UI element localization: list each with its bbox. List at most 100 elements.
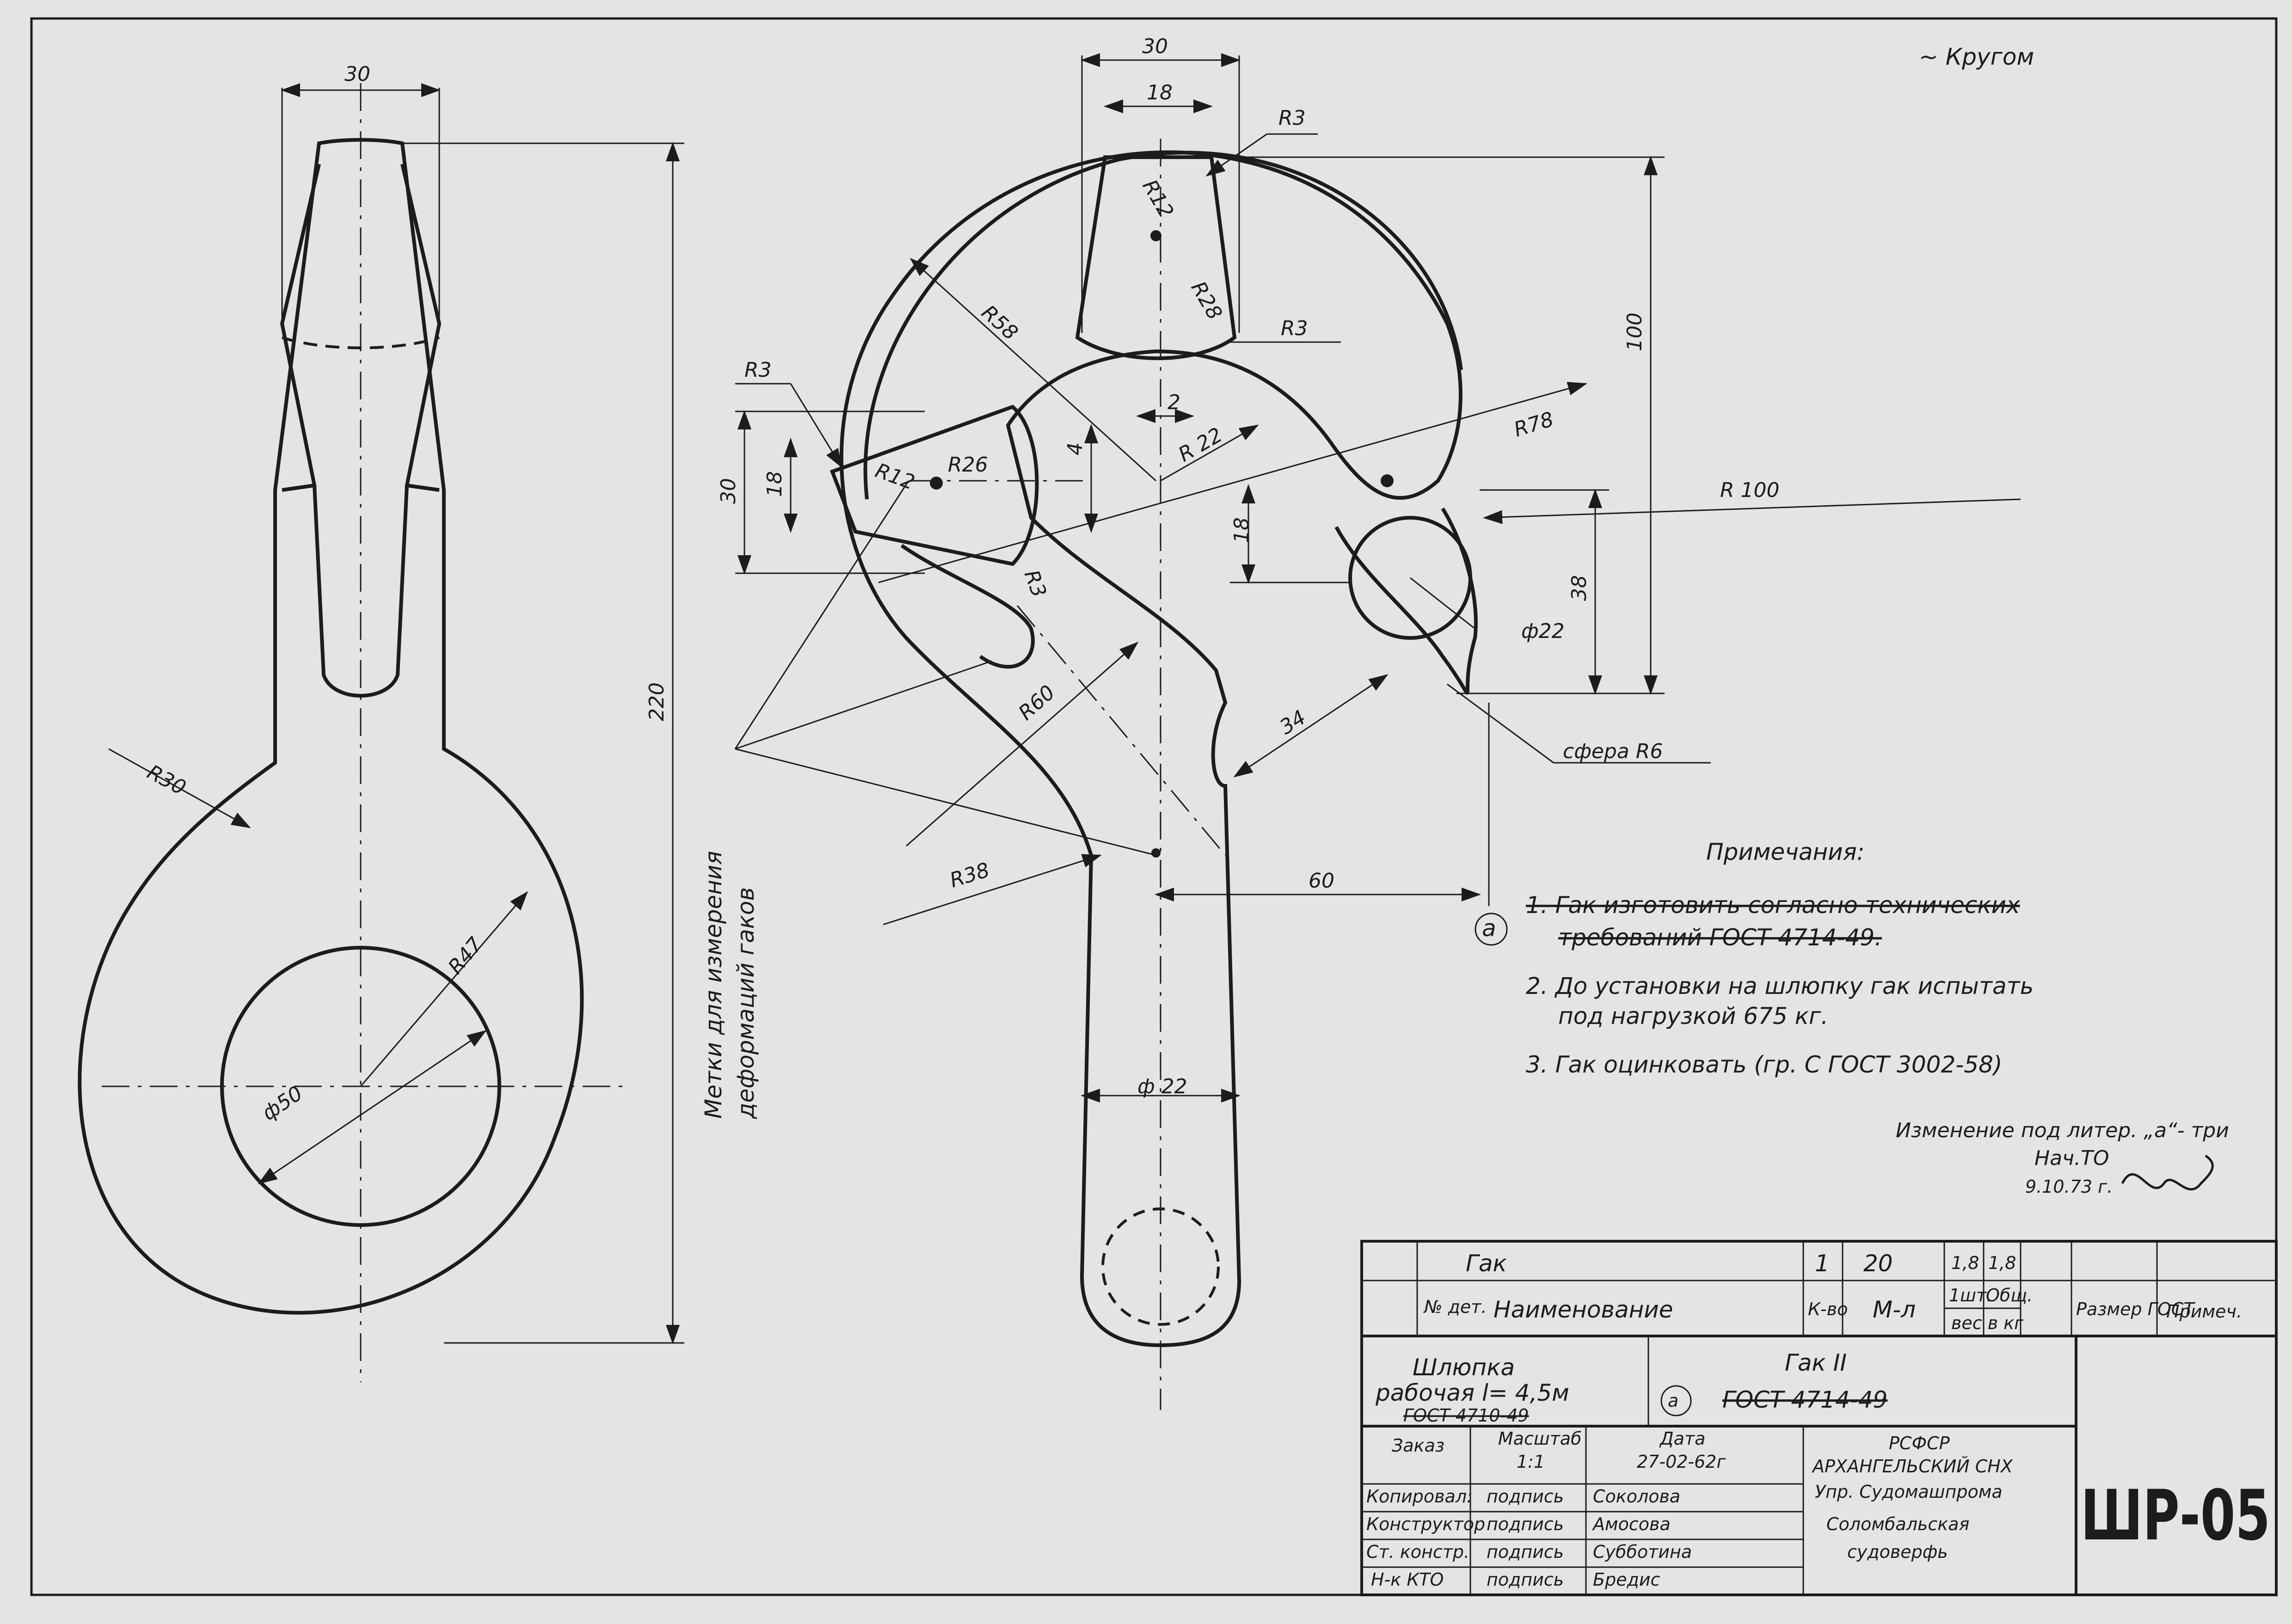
note-marker: а (1482, 915, 1496, 942)
left-view-outline (78, 138, 584, 1315)
hook-rim-arc (863, 151, 1463, 500)
tb-row1-role: Копировал: (1366, 1486, 1473, 1507)
note-3: 3. Гак оцинковать (гр. С ГОСТ 3002-58) (1526, 1051, 2002, 1078)
tb-material: 20 (1863, 1250, 1893, 1277)
revision: Изменение под литер. „а“- три Нач.ТО 9.1… (1896, 1119, 2229, 1197)
dim-r3-top: R3 (1278, 106, 1306, 130)
tb-date-h: Дата (1659, 1428, 1705, 1449)
dim-phi22-shank: ф 22 (1137, 1075, 1187, 1098)
tb-h-wunit: вес в кг (1951, 1313, 2024, 1333)
dim-r58: R58 (977, 300, 1022, 345)
tb-org1: РСФСР (1889, 1433, 1950, 1453)
dim-left-18: 18 (763, 471, 787, 497)
hook-view: 30 18 R3 R12 R28 R3 R58 100 R78 R 100 R3 (717, 35, 2021, 1410)
revision-line1: Изменение под литер. „а“- три (1896, 1119, 2229, 1142)
tb-boat-sub: рабочая l= 4,5м (1375, 1379, 1569, 1406)
tb-row3-name: Субботина (1593, 1542, 1692, 1562)
tb-scale: 1:1 (1517, 1452, 1545, 1472)
dim-r3-left: R3 (744, 358, 772, 382)
dim-r3-low: R3 (1020, 567, 1051, 600)
tb-org5: судоверфь (1847, 1542, 1948, 1562)
dim-r100: R 100 (1720, 478, 1780, 502)
tb-row2-name: Амосова (1591, 1514, 1671, 1534)
section-left (830, 404, 1039, 566)
dim-left-r30: R30 (143, 760, 190, 800)
dim-60: 60 (1309, 869, 1334, 893)
tb-w2: 1,8 (1988, 1253, 2016, 1273)
tb-org2: АРХАНГЕЛЬСКИЙ СНХ (1811, 1456, 2013, 1477)
note-marker-circle (1475, 913, 1508, 946)
dim-sphere: сфера R6 (1563, 740, 1663, 763)
dim-left-r47: R47 (443, 933, 487, 979)
tb-qty: 1 (1815, 1250, 1830, 1277)
dim-mid-18: 18 (1230, 517, 1254, 543)
left-view: 30 220 R30 R47 ф50 (78, 62, 684, 1382)
dim-34: 34 (1276, 705, 1310, 739)
tb-boat-title: Шлюпка (1413, 1354, 1515, 1381)
note-1b: требований ГОСТ 4714-49. (1558, 924, 1882, 951)
note-kругом: ~ Кругом (1919, 43, 2034, 70)
tb-order: Заказ (1392, 1435, 1444, 1456)
side-label: Метки для измерения деформаций гаков (700, 480, 1156, 1119)
tb-scale-h: Масштаб (1498, 1428, 1582, 1449)
tb-row2-role: Конструктор (1366, 1514, 1485, 1534)
dim-left-d50: ф50 (258, 1081, 307, 1125)
note-2b: под нагрузкой 675 кг. (1558, 1003, 1828, 1030)
tb-row3-role: Ст. констр. (1366, 1542, 1469, 1562)
title-block: Гак 1 20 1,8 1,8 № дет. Наименование К-в… (1360, 1240, 2278, 1596)
dim-38: 38 (1567, 575, 1591, 601)
tb-item-name: Гак (1466, 1250, 1507, 1277)
dim-r3-mid: R3 (1281, 317, 1308, 340)
tb-row1-sign: подпись (1487, 1486, 1564, 1507)
dim-left-30b: 30 (717, 478, 740, 504)
dim-r28: R28 (1186, 277, 1226, 324)
revision-date: 9.10.73 г. (2025, 1177, 2113, 1197)
tb-boat-gost: ГОСТ 4710-49 (1403, 1405, 1529, 1426)
tb-h-size: Размер ГОСТ (2076, 1299, 2195, 1319)
tb-row1-name: Соколова (1593, 1486, 1680, 1507)
tb-w1: 1,8 (1951, 1253, 1979, 1273)
dim-phi22: ф22 (1521, 619, 1565, 643)
revision-line2: Нач.ТО (2034, 1146, 2109, 1170)
tb-gak-marker-circle (1660, 1385, 1692, 1416)
revision-signature (2121, 1154, 2214, 1191)
note-2a: 2. До установки на шлюпку гак испытать (1526, 973, 2034, 999)
tb-row3-sign: подпись (1487, 1542, 1564, 1562)
tb-row4-role: Н-к КТО (1371, 1569, 1444, 1590)
dim-left-30: 30 (344, 62, 370, 86)
notes: Примечания: а 1. Гак изготовить согласно… (1475, 839, 2034, 1078)
dim-2: 2 (1168, 391, 1180, 414)
phi22-circle (1348, 516, 1472, 640)
tb-h-num: № дет. (1423, 1297, 1487, 1317)
side-label-line1: Метки для измерения (700, 851, 727, 1119)
tb-gak-title: Гак II (1785, 1349, 1847, 1376)
dim-r12-top: R12 (1137, 176, 1178, 222)
tb-h-qty: К-во (1808, 1299, 1848, 1319)
notes-title: Примечания: (1706, 839, 1865, 865)
tb-row2-sign: подпись (1487, 1514, 1564, 1534)
tb-gak-gost: ГОСТ 4714-49 (1722, 1386, 1887, 1413)
tb-org3: Упр. Судомашпрома (1815, 1482, 2003, 1502)
tb-h-mat: М-л (1873, 1296, 1916, 1323)
dim-r60: R60 (1014, 680, 1059, 725)
side-label-line2: деформаций гаков (732, 887, 759, 1119)
section-top (1075, 155, 1237, 360)
tb-row4-name: Бредис (1593, 1569, 1660, 1590)
sheet-frame (30, 17, 2278, 1596)
tb-date: 27-02-62г (1637, 1452, 1726, 1472)
dim-r12-left: R12 (872, 459, 918, 495)
dim-r22: R 22 (1174, 423, 1227, 466)
tb-org4: Соломбальская (1826, 1514, 1969, 1534)
tb-h-name: Наименование (1493, 1296, 1673, 1323)
dim-r26: R26 (948, 453, 988, 477)
left-view-shank (280, 164, 442, 698)
dim-4: 4 (1063, 442, 1087, 455)
note-1a: 1. Гак изготовить согласно технических (1526, 892, 2020, 919)
tb-row4-sign: подпись (1487, 1569, 1564, 1590)
tb-h-remark: Примеч. (2166, 1301, 2242, 1322)
tb-doc-code: ШР-05 (2081, 1476, 2270, 1556)
dim-r78: R78 (1511, 407, 1556, 441)
dim-left-220: 220 (645, 682, 669, 721)
dim-100: 100 (1623, 313, 1647, 351)
